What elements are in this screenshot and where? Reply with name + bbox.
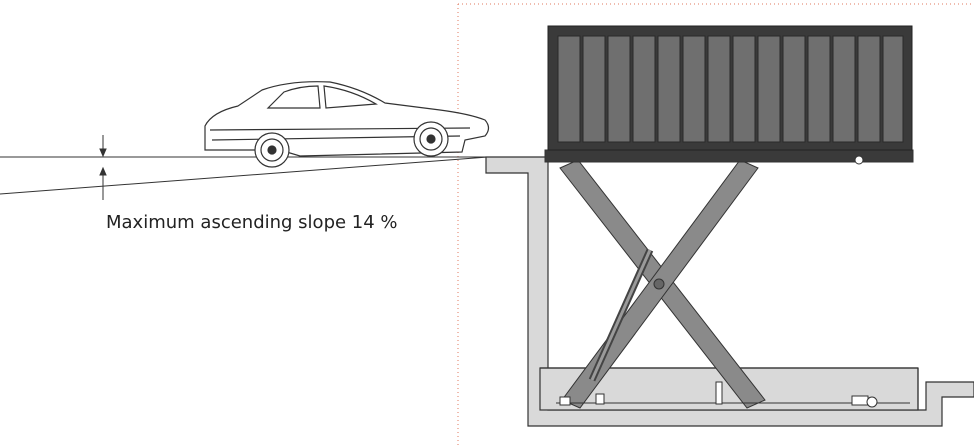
car-illustration bbox=[204, 81, 490, 168]
scissor-pivot bbox=[653, 278, 665, 290]
scissor-mechanism bbox=[559, 159, 766, 409]
slope-annotation-label: Maximum ascending slope 14 % bbox=[106, 212, 398, 233]
container-box bbox=[547, 25, 913, 151]
lift-platform bbox=[544, 149, 914, 165]
slope-dimension-arrows bbox=[99, 135, 107, 200]
car-window-rear bbox=[323, 85, 378, 109]
car-front-wheel bbox=[413, 121, 449, 157]
ramp-slope-line bbox=[0, 156, 489, 195]
car-window bbox=[266, 85, 321, 109]
car-rear-wheel bbox=[254, 132, 290, 168]
dotted-frame-guide bbox=[457, 3, 974, 446]
base-frame bbox=[556, 381, 910, 408]
slope-reference-lines bbox=[0, 156, 490, 195]
